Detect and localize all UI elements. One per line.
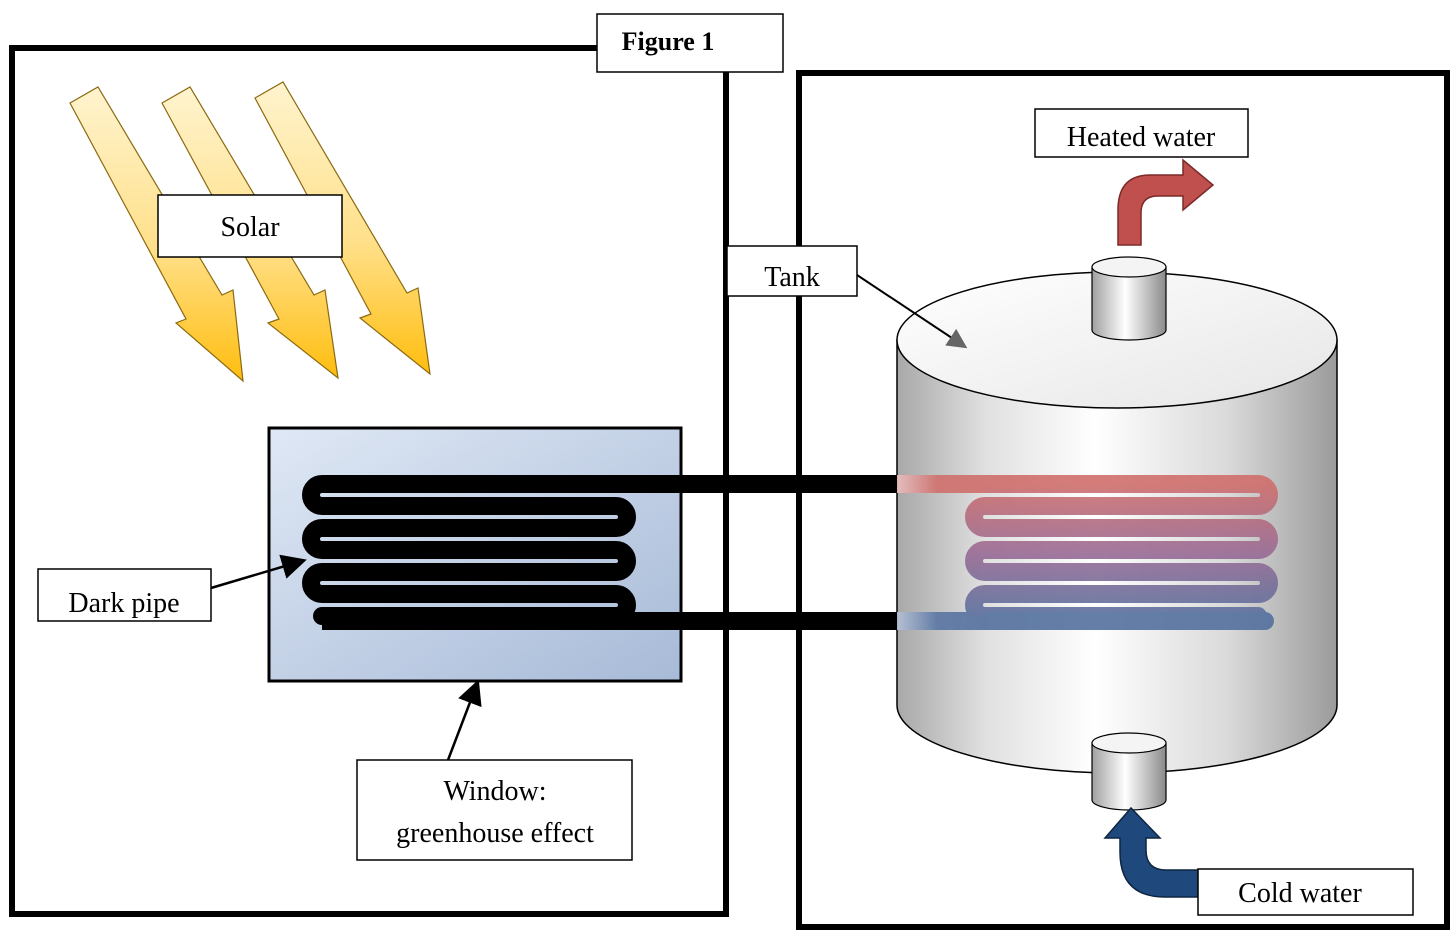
solar-label-box: Solar [157, 194, 343, 258]
right-panel-frame [796, 70, 1450, 930]
tank-pointer-arrow [856, 274, 968, 349]
tank-bottom-port [1091, 732, 1167, 811]
cold-water-label-box: Cold water [1197, 868, 1414, 916]
heated-water-label-box: Heated water [1034, 108, 1249, 158]
solar-ray-arrow [69, 86, 244, 383]
window-pointer-arrow [446, 679, 482, 761]
figure-title-box: Figure 1 [596, 13, 784, 73]
dark-pipe-label: Dark pipe [68, 588, 179, 619]
window-label-line2: greenhouse effect [396, 818, 594, 849]
window-label-line1: Window: [443, 776, 546, 807]
heated-water-arrow [1117, 158, 1215, 246]
window-label-box: Window: greenhouse effect [356, 759, 633, 861]
tank [896, 256, 1338, 811]
tank-label: Tank [764, 262, 820, 293]
heated-water-label: Heated water [1067, 122, 1216, 153]
tank-label-box: Tank [726, 245, 858, 297]
cold-water-label: Cold water [1238, 878, 1362, 909]
tank-top-port [1091, 256, 1167, 341]
dark-pipe-label-box: Dark pipe [37, 568, 212, 622]
cold-water-arrow [1103, 806, 1199, 898]
tank-coil [965, 475, 1278, 630]
figure-title: Figure 1 [622, 27, 715, 56]
dark-pipe [302, 475, 909, 625]
dark-pipe-pointer-arrow [210, 554, 307, 590]
solar-label: Solar [220, 212, 280, 243]
